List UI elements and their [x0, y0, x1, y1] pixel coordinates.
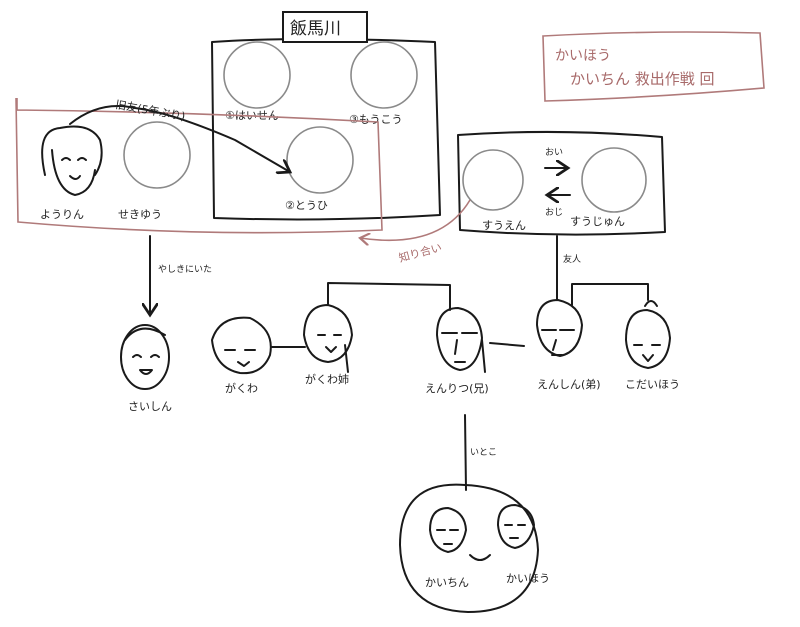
placeholder-portrait [462, 149, 524, 211]
placeholder-portrait [123, 121, 191, 189]
member-label: すうじゅん [570, 215, 625, 228]
sibling-line [489, 342, 525, 347]
placeholder-portrait [350, 41, 418, 109]
cousin-label: いとこ [470, 447, 497, 458]
acquaintance-label: 知り合い [397, 240, 443, 265]
title-note: かいほう かいちん 救出作戦 回 [542, 31, 765, 102]
person-saishin: さいしん [120, 324, 172, 413]
person-label: えんりつ(兄) [425, 382, 489, 395]
member-label: せきゆう [118, 208, 162, 221]
person-label: えんしん(弟) [537, 378, 601, 391]
friend-label: 友人 [563, 253, 581, 265]
arrow-label-top: おい [545, 147, 563, 158]
person-gakuwa-sister: がくわ姉 [303, 304, 353, 386]
member-label: ③もうこう [349, 113, 403, 126]
acquaintance-arrow [360, 199, 471, 240]
placeholder-portrait [223, 41, 291, 109]
old-friend-label: 旧友(5年ぶり) [114, 97, 186, 123]
cousin-line [464, 414, 467, 491]
face-yourin [41, 125, 103, 196]
member-label: かいほう [506, 572, 550, 585]
person-label: がくわ [225, 381, 258, 395]
bracket-line [327, 282, 451, 311]
member-label: ようりん [40, 208, 84, 221]
person-label: さいしん [128, 400, 172, 413]
bracket-line [571, 283, 649, 306]
note-line-2: かいちん 救出作戦 回 [570, 70, 715, 88]
group-label: 飯馬川 [290, 19, 341, 39]
person-label: こだいほう [625, 378, 680, 391]
arrow-label-bottom: おじ [545, 207, 563, 218]
group-right: おい おじ すうえん すうじゅん [457, 130, 666, 236]
group-label-box [282, 11, 368, 43]
note-line-1: かいほう [555, 48, 611, 64]
placeholder-portrait [581, 147, 647, 213]
placeholder-portrait [286, 126, 354, 194]
group-left: ようりん せきゆう [15, 97, 383, 234]
person-enritsu: えんりつ(兄) [425, 307, 489, 395]
old-friend-arrow [69, 105, 290, 172]
person-label: がくわ姉 [305, 372, 349, 386]
member-label: すうえん [482, 219, 526, 232]
person-kodaihou: こだいほう [625, 300, 680, 391]
mansion-label: やしきにいた [158, 264, 212, 275]
person-gakuwa: がくわ [211, 316, 272, 395]
member-label: ②とうひ [285, 199, 328, 212]
member-label: かいちん [425, 576, 469, 589]
person-enshin: えんしん(弟) [536, 299, 601, 391]
group-bottom: かいちん かいほう [399, 483, 550, 613]
